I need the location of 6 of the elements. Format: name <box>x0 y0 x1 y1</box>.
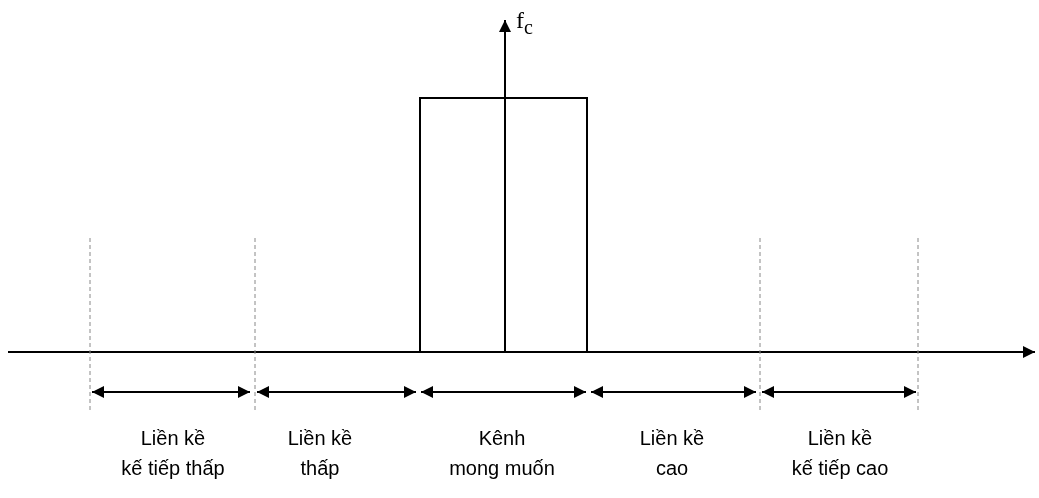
range-label: Liền kề cao <box>639 426 705 481</box>
axis-label: f$_{c}$ <box>516 6 533 40</box>
range-label: Liền kề thấp <box>287 426 353 481</box>
range-label: Liền kề kế tiếp thấp <box>121 426 225 481</box>
range-label: Kênh mong muốn <box>449 426 555 481</box>
range-label: Liền kề kế tiếp cao <box>791 426 889 481</box>
